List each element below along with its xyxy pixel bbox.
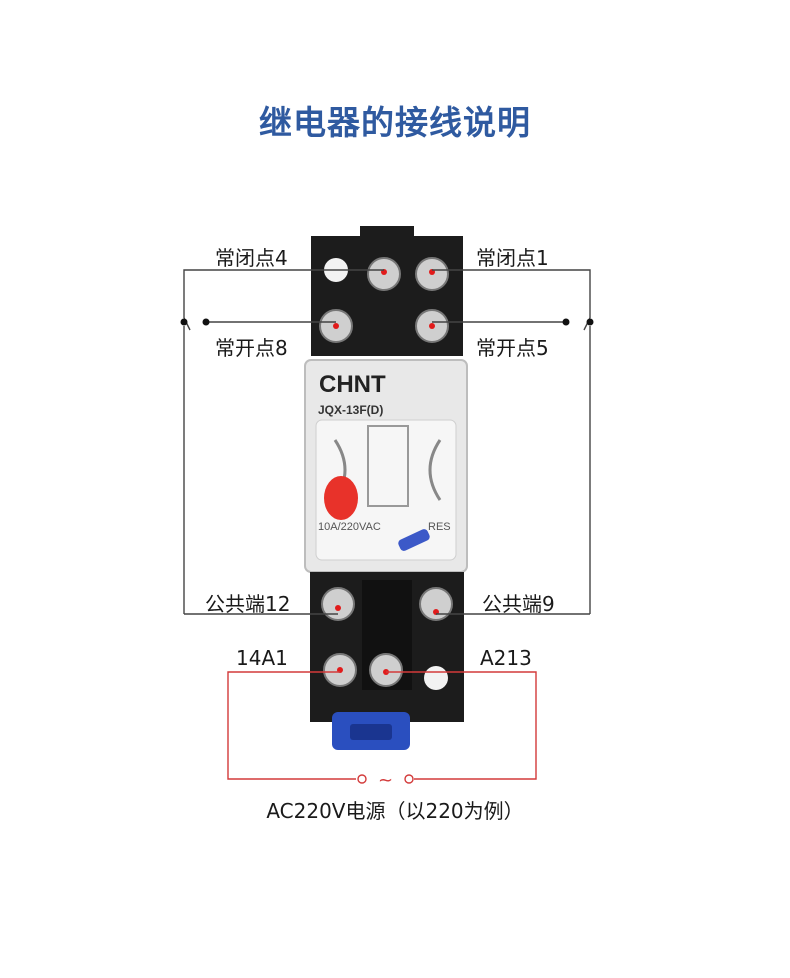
socket-top-slot: [360, 226, 414, 256]
relay-brand: CHNT: [319, 371, 386, 398]
label-nc1: 常闭点1: [476, 246, 549, 270]
resistor: [398, 529, 430, 551]
label-a14: 14A1: [236, 646, 288, 670]
junction-dots: [180, 318, 594, 326]
label-com9: 公共端9: [482, 592, 555, 616]
ac-symbol: ~: [378, 770, 393, 791]
label-nc4: 常闭点4: [215, 246, 288, 270]
label-com12: 公共端12: [205, 592, 291, 616]
coil-circuit: [227, 671, 537, 784]
relay-coil: [367, 425, 409, 507]
relay-model: JQX-13F(D): [318, 403, 383, 417]
relay-inner: [315, 419, 457, 561]
page-title: 继电器的接线说明: [259, 103, 531, 142]
contact-wires: [183, 269, 591, 615]
supply-terminal-left: [357, 774, 367, 784]
relay-reset: RES: [428, 521, 451, 533]
label-no8: 常开点8: [215, 336, 288, 360]
supply-terminal-right: [404, 774, 414, 784]
label-no5: 常开点5: [476, 336, 549, 360]
power-caption: AC220V电源（以220为例）: [266, 799, 524, 823]
indicator-led: [324, 476, 358, 520]
screw-com9: [419, 587, 453, 621]
label-a13: A213: [480, 646, 532, 670]
relay-rating: 10A/220VAC: [318, 521, 381, 533]
screw-com12: [321, 587, 355, 621]
mount-hole-bottom: [424, 666, 448, 690]
din-clip-inner: [350, 724, 392, 740]
